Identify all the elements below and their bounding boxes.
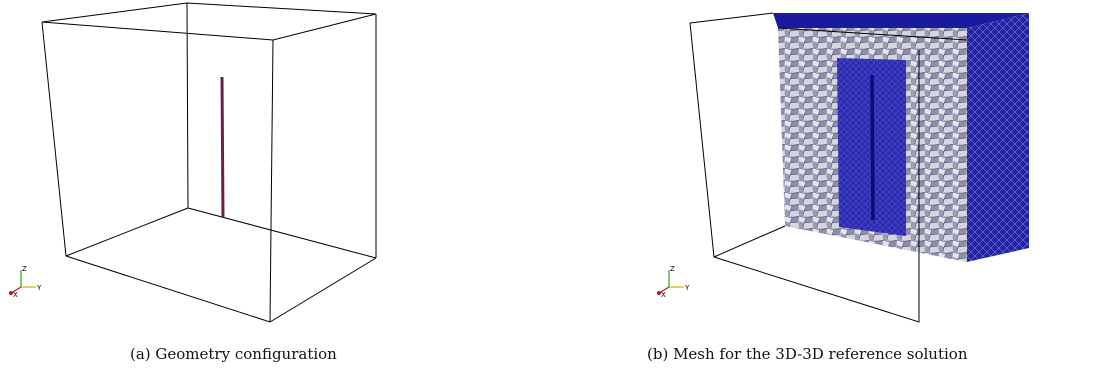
caption-b: (b) Mesh for the 3D-3D reference solutio…: [647, 345, 968, 363]
axes-triad: Z Y X: [657, 265, 690, 299]
axis-x-label: X: [13, 291, 18, 299]
line-inclusion: [870, 74, 875, 221]
wireframe-box: [41, 2, 377, 323]
axis-z-label: Z: [22, 265, 27, 273]
axis-z-label: Z: [670, 265, 675, 273]
axis-y-label: Y: [684, 284, 690, 292]
wireframe-box: [689, 12, 920, 323]
mesh-side-face: [967, 13, 1029, 262]
axes-triad: Z Y X: [9, 265, 42, 299]
caption-a: (a) Geometry configuration: [130, 345, 337, 363]
mesh-box-svg: Z Y X: [657, 12, 1029, 323]
axis-y-label: Y: [36, 284, 42, 292]
axis-x-label: X: [661, 291, 666, 299]
line-inclusion: [220, 76, 225, 219]
panel-geometry: Z Y X (a) Geometry configuration: [9, 2, 377, 363]
panel-mesh: Z Y X (b) Mesh for the 3D-3D reference s…: [547, 0, 1094, 373]
geometry-box-svg: Z Y X: [9, 2, 377, 323]
mesh-top-face: [773, 13, 1029, 28]
